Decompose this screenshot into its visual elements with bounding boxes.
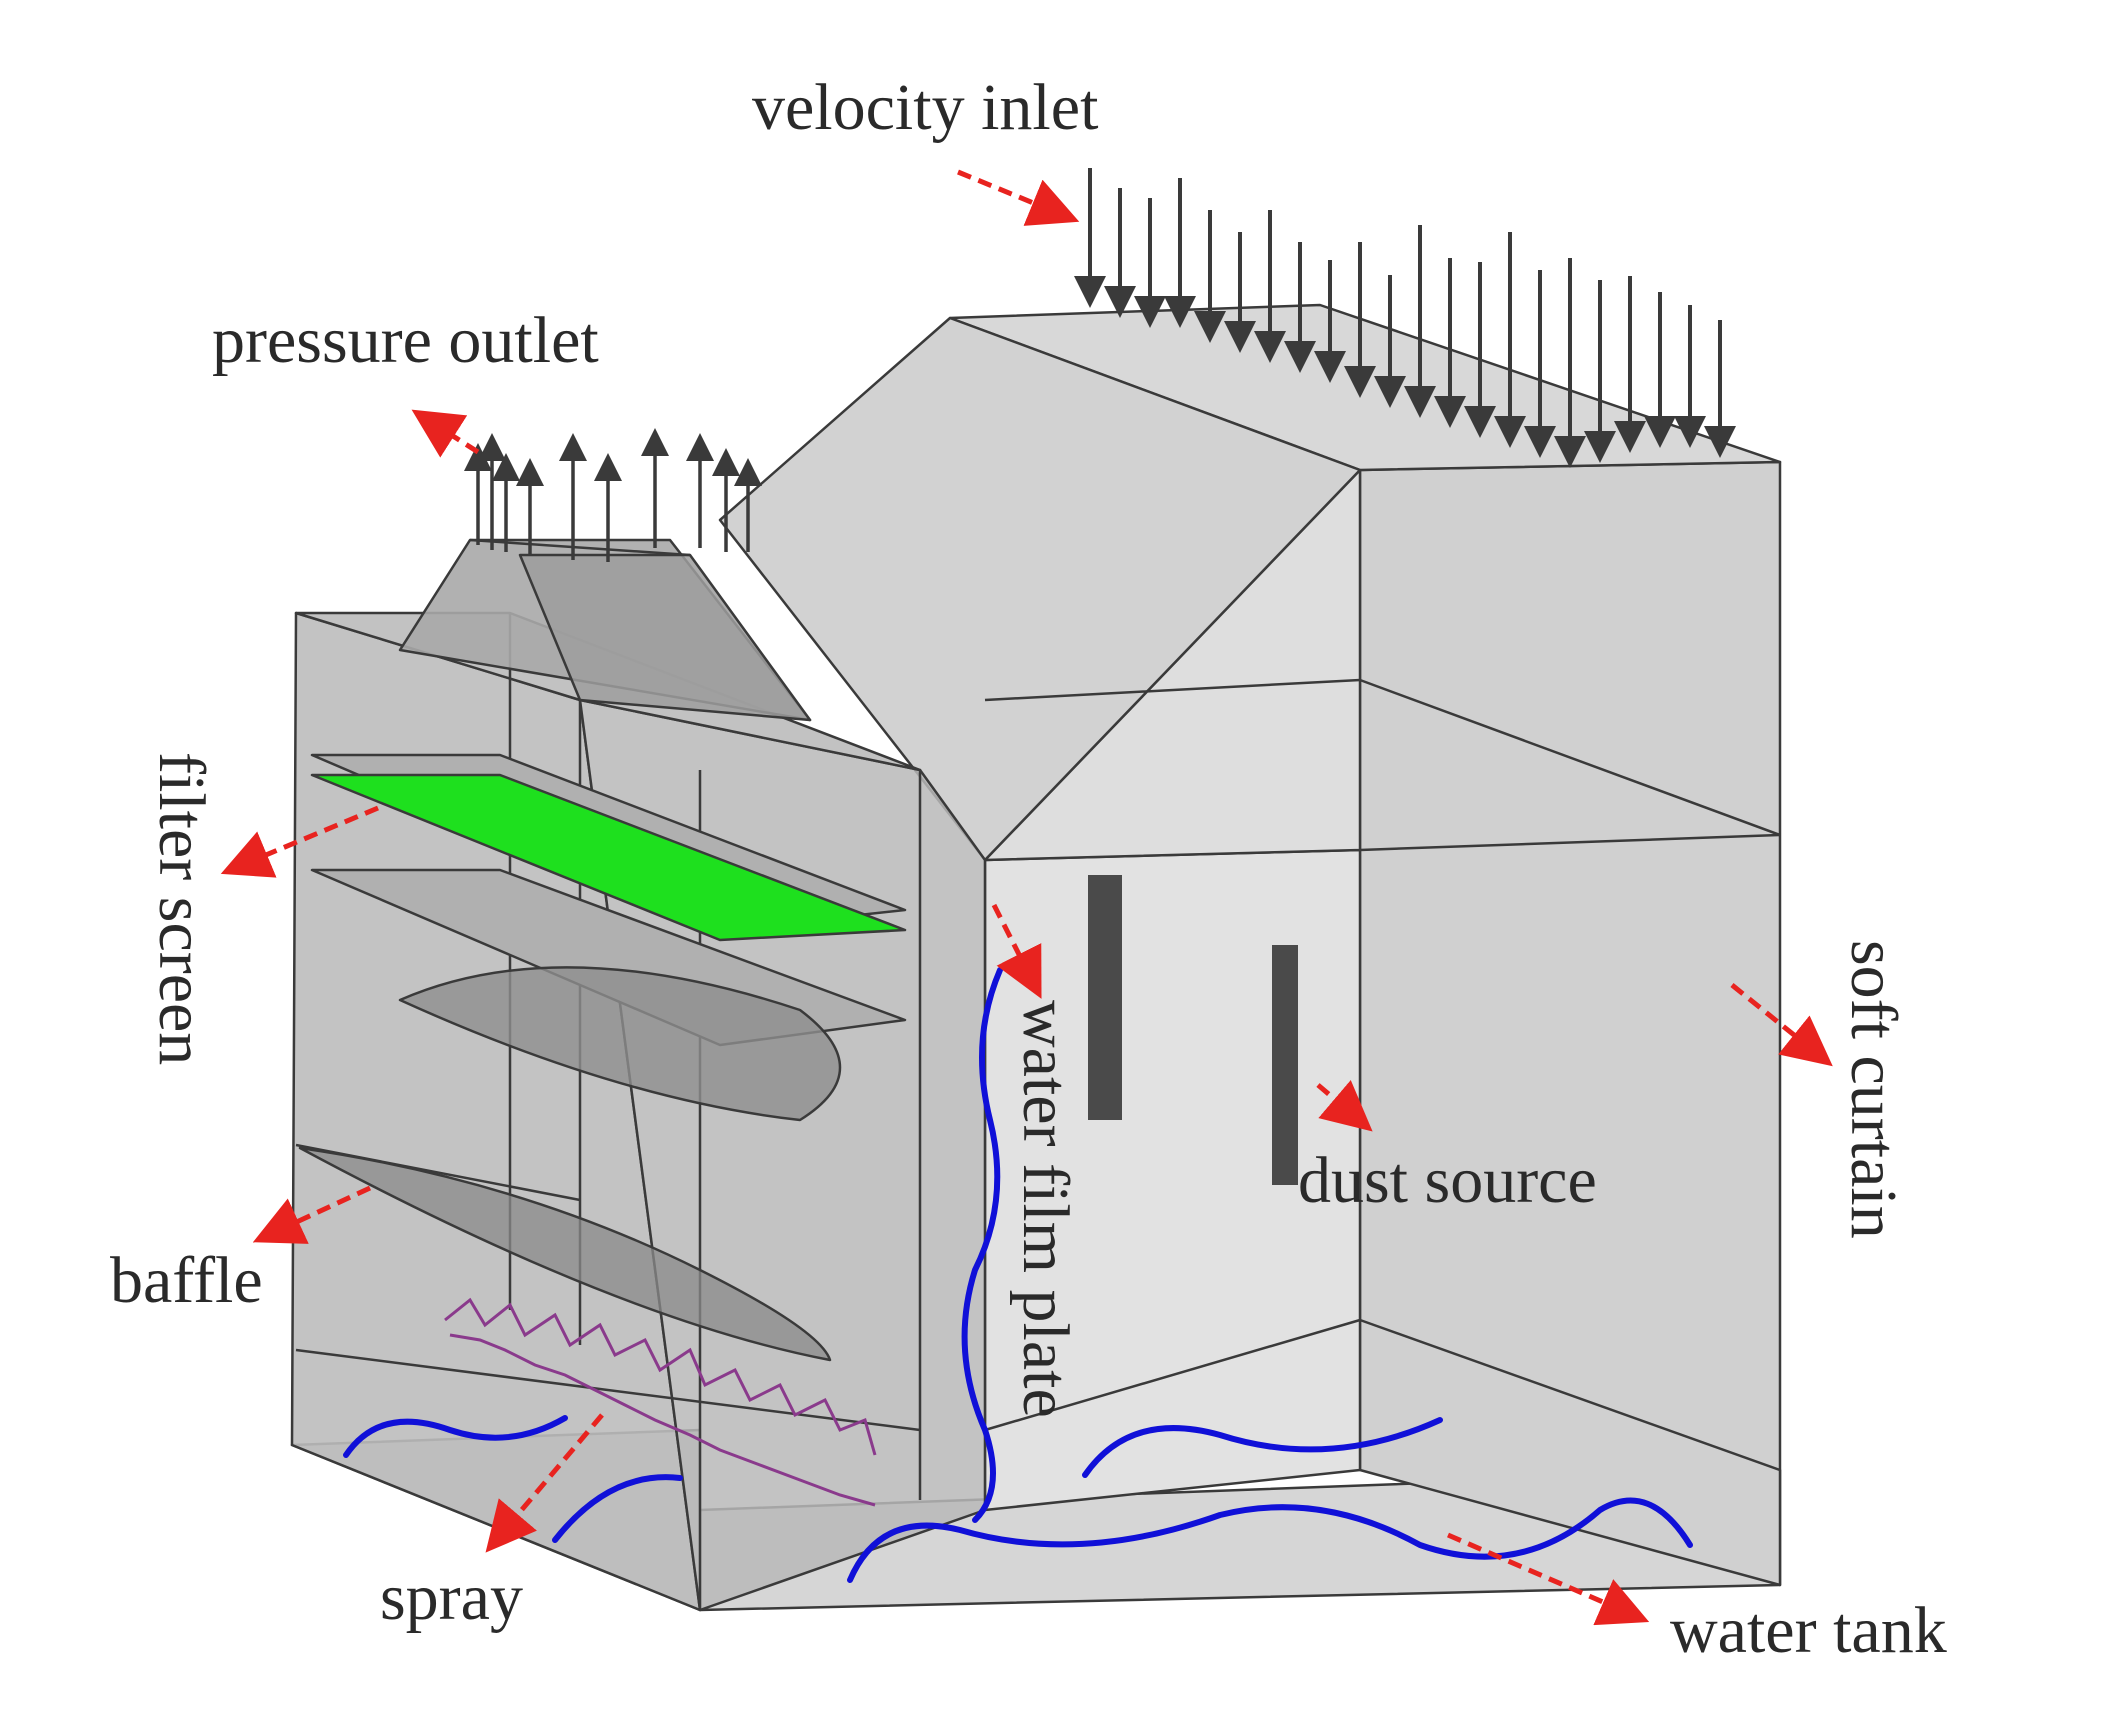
baffle-label: baffle <box>110 1244 263 1317</box>
pointer-filter-screen <box>220 805 379 878</box>
water-lines <box>343 967 1693 1583</box>
pressure-outlet-arrows <box>464 428 762 562</box>
filter-shelves <box>298 753 907 1362</box>
pointer-soft-curtain <box>1730 983 1833 1067</box>
pointer-pressure-outlet <box>411 409 480 458</box>
soft-curtain-label: soft curtain <box>1837 940 1910 1239</box>
pointer-water-film-plate <box>991 903 1042 999</box>
pointer-velocity-inlet <box>957 169 1080 226</box>
filter-screen-panel <box>310 773 907 942</box>
pressure-outlet-label: pressure outlet <box>212 304 599 377</box>
water-film-plate-line <box>961 967 1003 1523</box>
water-tank-line <box>847 1497 1693 1583</box>
pointer-water-tank <box>1447 1532 1650 1626</box>
dust-nozzle-right <box>1272 945 1298 1185</box>
main-chamber-side-wall <box>1358 460 1782 1587</box>
water-tank-label: water tank <box>1670 1594 1947 1667</box>
outlet-hoods <box>398 538 812 722</box>
water-film-plate-label: water film plate <box>1009 1000 1082 1418</box>
pointer-baffle <box>252 1185 372 1244</box>
dust-source-nozzles <box>1088 875 1298 1185</box>
dust-source-label: dust source <box>1298 1144 1597 1217</box>
dust-nozzle-left <box>1088 875 1122 1120</box>
filter-screen-label: filter screen <box>145 752 218 1066</box>
outlet-hood-right <box>518 553 812 722</box>
pointer-spray <box>485 1413 604 1553</box>
velocity-inlet-arrows <box>1074 168 1736 468</box>
spray-label: spray <box>380 1561 523 1634</box>
baffle-curve-lower <box>298 1146 832 1362</box>
pointer-dust-source <box>1316 1080 1373 1132</box>
pointer-arrows <box>220 169 1833 1626</box>
velocity-inlet-label: velocity inlet <box>752 71 1099 144</box>
baffle-curve-upper <box>398 966 842 1122</box>
main-chamber <box>698 303 1782 1612</box>
spray-nozzles <box>444 1297 877 1507</box>
